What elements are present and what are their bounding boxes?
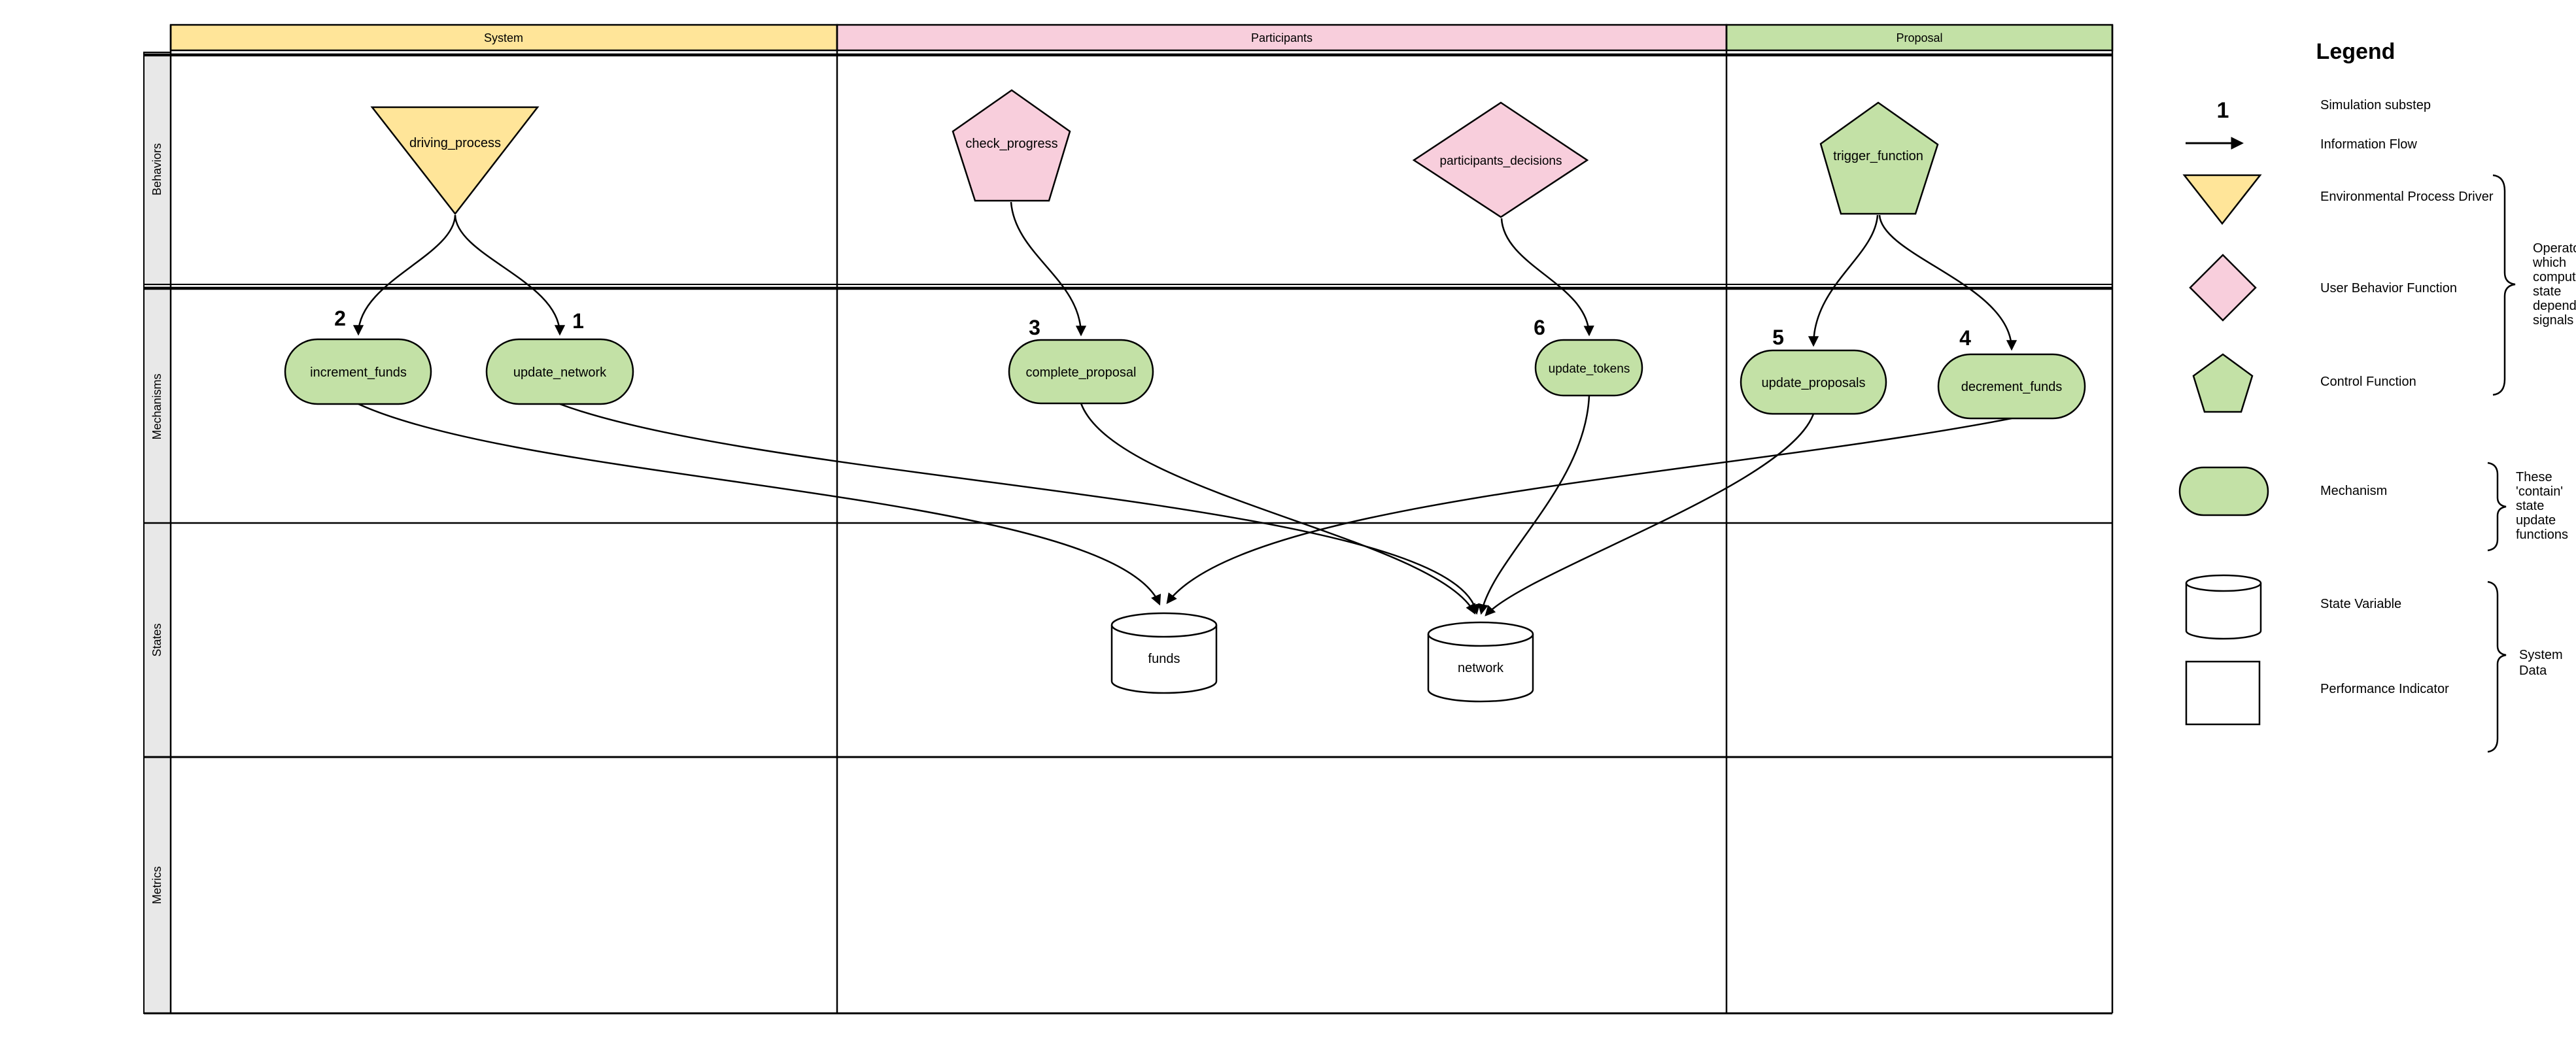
network-cylinder-top [1427, 621, 1534, 647]
decrement-funds-label: decrement_funds [1961, 380, 2063, 394]
behavior-nodes: driving_process check_progress participa… [370, 89, 1939, 218]
row-label-metrics: Metrics [150, 866, 163, 904]
funds-label: funds [1148, 652, 1180, 666]
trigger-function-label: trigger_function [1833, 149, 1923, 163]
mechanism-group-brace [2487, 462, 2507, 552]
mechanism-note-line: functions [2516, 528, 2568, 542]
edge-trigger_function-update_proposals [1808, 214, 1879, 347]
functions-note-line: dependent [2533, 299, 2576, 313]
update-tokens-stadium [1534, 339, 1643, 397]
network-cylinder: network [1427, 621, 1534, 703]
legend-label-information-flow: Information Flow [2320, 137, 2417, 152]
driving-process-label: driving_process [409, 136, 501, 150]
row-label-behaviors: Behaviors [150, 143, 163, 195]
row-label-states: States [150, 623, 163, 656]
substep-number-update-network: 1 [572, 309, 584, 333]
legend-diamond-icon [2189, 254, 2257, 322]
mechanism-nodes: increment_funds 2 update_network 1 compl… [284, 307, 2086, 420]
update-network-label: update_network [513, 365, 607, 380]
participants-decisions-diamond [1412, 101, 1589, 218]
legend-substep-number: 1 [2217, 98, 2229, 123]
increment-funds-stadium [284, 338, 432, 405]
functions-group-brace [2492, 174, 2516, 396]
system-data-note-line: System [2519, 648, 2563, 662]
trigger-function-pentagon [1819, 101, 1939, 215]
mechanism-note: These 'contain' state update functions [2516, 470, 2568, 542]
functions-note-line: signals [2533, 313, 2573, 328]
update-network-stadium [485, 338, 634, 405]
column-header-proposal: Proposal [1896, 31, 1942, 44]
functions-note-line: which [2532, 256, 2566, 270]
edge-driving_process-update_network [454, 214, 566, 336]
edge-participants_decisions-update_tokens [1500, 218, 1594, 337]
network-cylinder-body [1427, 634, 1534, 703]
decrement-funds-stadium [1937, 353, 2086, 420]
update-proposals-stadium [1740, 349, 1887, 415]
increment-funds-label: increment_funds [310, 365, 407, 380]
legend-label-control-function: Control Function [2320, 375, 2416, 389]
edge-trigger_function-decrement_funds [1878, 214, 2018, 351]
legend-label-state-variable: State Variable [2320, 597, 2401, 611]
legend: Legend 1 Simulation substep Information … [2178, 39, 2576, 753]
functions-note: Operators which compute state dependent … [2532, 241, 2576, 328]
substep-number-update-proposals: 5 [1772, 326, 1784, 349]
substep-number-complete-proposal: 3 [1029, 316, 1040, 339]
update-proposals-label: update_proposals [1761, 376, 1865, 390]
funds-cylinder-body [1110, 625, 1218, 694]
functions-note-line: compute [2533, 270, 2576, 284]
swimlane-grid: System Participants Proposal Behaviors M… [143, 24, 2114, 1015]
legend-pentagon-icon [2192, 353, 2254, 413]
legend-title: Legend [2316, 39, 2396, 64]
functions-note-line: Operators [2533, 241, 2576, 256]
substep-number-update-tokens: 6 [1534, 316, 1545, 339]
information-flow-edges [352, 201, 2018, 616]
legend-square-icon [2185, 660, 2261, 726]
check-progress-pentagon [952, 89, 1071, 202]
edge-increment_funds-funds [358, 403, 1161, 606]
legend-label-environmental-process-driver: Environmental Process Driver [2320, 190, 2494, 204]
column-header-system: System [484, 31, 523, 44]
system-data-note: System Data [2519, 648, 2563, 678]
edge-update_proposals-network [1485, 413, 1815, 616]
system-data-note-line: Data [2519, 664, 2547, 678]
row-label-mechanisms: Mechanisms [150, 373, 163, 439]
legend-label-user-behavior-function: User Behavior Function [2320, 281, 2457, 295]
mechanism-note-line: 'contain' [2516, 484, 2563, 499]
substep-number-increment-funds: 2 [334, 307, 346, 330]
state-nodes: funds network [1110, 612, 1534, 703]
column-header-participants: Participants [1251, 31, 1313, 44]
funds-cylinder-top [1110, 612, 1218, 638]
update-tokens-label: update_tokens [1549, 362, 1630, 376]
participants-decisions-label: participants_decisions [1440, 154, 1562, 168]
network-label: network [1458, 661, 1504, 675]
funds-cylinder: funds [1110, 612, 1218, 694]
legend-cylinder-body [2185, 583, 2262, 640]
system-data-brace [2487, 581, 2507, 753]
edge-update_network-network [559, 403, 1481, 615]
legend-stadium-icon [2178, 466, 2269, 516]
legend-triangle-icon [2182, 174, 2262, 226]
complete-proposal-stadium [1008, 339, 1154, 405]
mechanism-note-line: These [2516, 470, 2552, 484]
legend-cylinder-top [2185, 574, 2262, 592]
edge-complete_proposal-network [1080, 403, 1476, 615]
edge-driving_process-increment_funds [352, 214, 456, 336]
edge-decrement_funds-funds [1166, 417, 2012, 604]
header-cell-participants [836, 24, 1728, 52]
driving-process-triangle [370, 106, 540, 216]
legend-cylinder-icon [2185, 574, 2262, 640]
mechanism-note-line: state [2516, 499, 2544, 513]
mechanism-note-line: update [2516, 513, 2556, 528]
legend-label-simulation-substep: Simulation substep [2320, 98, 2431, 112]
edge-update_tokens-network [1477, 395, 1590, 615]
check-progress-label: check_progress [965, 137, 1057, 151]
substep-number-decrement-funds: 4 [1959, 326, 1971, 350]
legend-label-mechanism: Mechanism [2320, 484, 2387, 498]
legend-label-performance-indicator: Performance Indicator [2320, 682, 2449, 696]
functions-note-line: state [2533, 284, 2561, 299]
edge-check_progress-complete_proposal [1010, 201, 1087, 337]
complete-proposal-label: complete_proposal [1026, 365, 1137, 380]
header-cell-system [169, 24, 838, 52]
